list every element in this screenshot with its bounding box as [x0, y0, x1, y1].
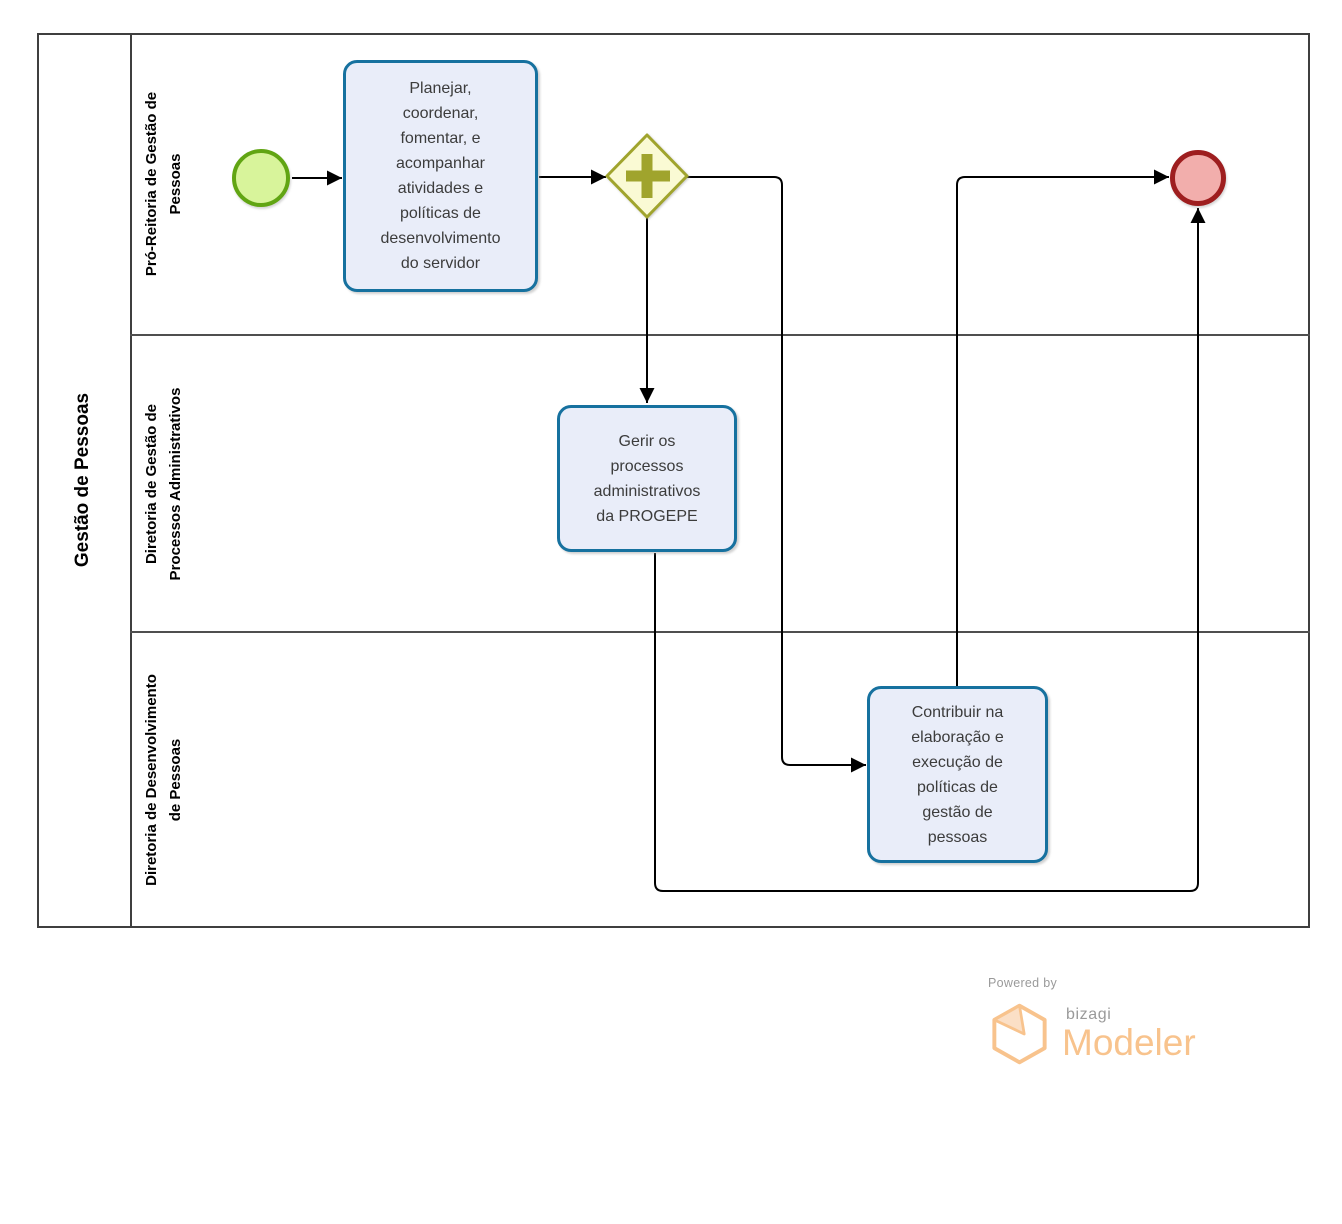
task-contribuir-politicas: Contribuir na elaboração e execução de p…: [867, 686, 1048, 863]
modeler-product-label: Modeler: [1062, 1022, 1196, 1063]
powered-by-label: Powered by: [988, 976, 1058, 990]
flow-gerir-to-end: [654, 208, 1206, 892]
end-event: [1170, 150, 1226, 206]
flow-gateway-to-contribuir: [687, 176, 866, 773]
lane-divider: [130, 334, 1310, 336]
pool-name-band-separator: [130, 33, 132, 928]
lane-divider: [130, 631, 1310, 633]
flow-contribuir-to-end: [956, 169, 1169, 686]
task-label: Planejar, coordenar, fomentar, e acompan…: [380, 80, 501, 272]
pool-gestao-de-pessoas: [37, 33, 1310, 928]
start-event: [232, 149, 290, 207]
task-gerir-processos: Gerir os processos administrativos da PR…: [557, 405, 737, 552]
bizagi-logo-icon: [992, 1003, 1047, 1065]
parallel-gateway: [605, 133, 689, 219]
bizagi-brand-label: bizagi: [1066, 1006, 1112, 1023]
task-label: Gerir os processos administrativos da PR…: [593, 432, 701, 525]
plus-icon: [626, 154, 670, 198]
task-planejar-coordenar: Planejar, coordenar, fomentar, e acompan…: [343, 60, 538, 292]
task-label: Contribuir na elaboração e execução de p…: [911, 703, 1004, 846]
